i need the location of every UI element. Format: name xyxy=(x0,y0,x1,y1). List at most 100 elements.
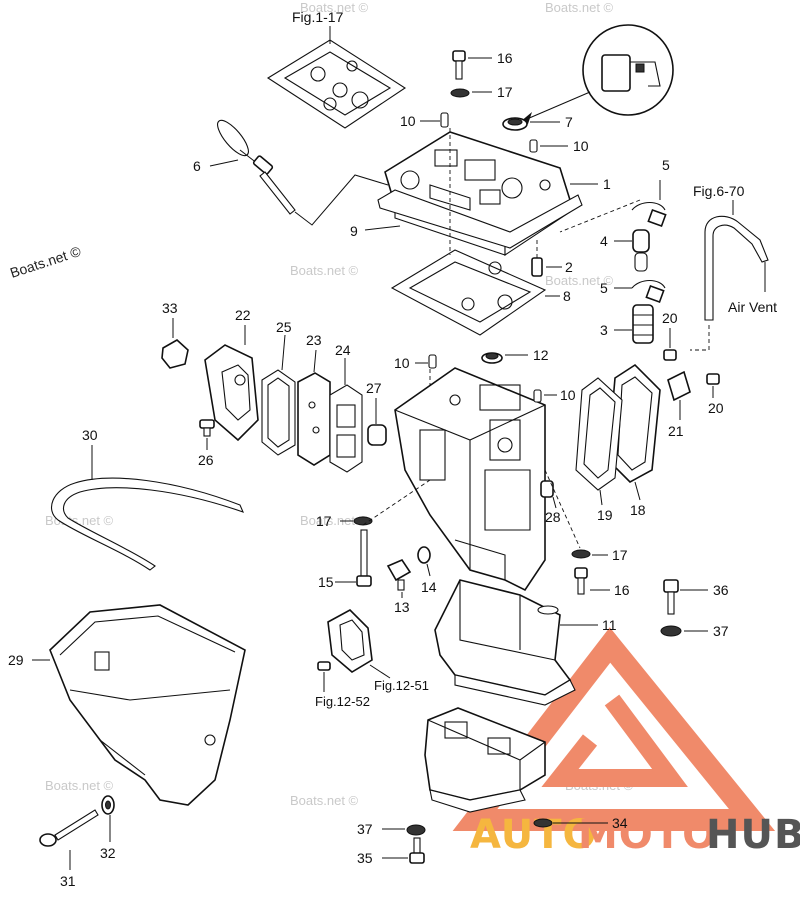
ref-fig-12-52: Fig.12-52 xyxy=(315,694,370,709)
gasket-25 xyxy=(261,334,296,456)
filter-3 xyxy=(614,304,654,344)
label-6: 6 xyxy=(193,158,201,174)
label-5: 5 xyxy=(600,280,608,296)
label-13: 13 xyxy=(394,599,410,615)
watermark: Boats.net © xyxy=(300,513,369,528)
housing-main xyxy=(394,367,546,592)
hose-4 xyxy=(614,229,650,253)
label-20: 20 xyxy=(662,310,678,326)
screw-20-upper xyxy=(663,328,677,361)
label-28: 28 xyxy=(545,509,561,525)
seal-7 xyxy=(502,117,560,131)
lower-cover-29 xyxy=(32,604,246,806)
label-37: 37 xyxy=(357,821,373,837)
bolt-31 xyxy=(39,809,99,870)
ref-air-vent: Air Vent xyxy=(728,299,777,315)
hose-mid xyxy=(634,252,648,272)
label-5: 5 xyxy=(662,157,670,173)
label-8: 8 xyxy=(563,288,571,304)
label-10: 10 xyxy=(394,355,410,371)
washer-37-bottom xyxy=(382,824,426,836)
logo-text-auto: AUTO xyxy=(470,812,598,858)
bolt-36 xyxy=(663,579,708,615)
logo-triangle-outer xyxy=(452,627,776,831)
watermark: Boats.net © xyxy=(45,778,114,793)
label-31: 31 xyxy=(60,873,76,889)
pin-10-top-right xyxy=(529,139,568,153)
washer-17-right xyxy=(571,549,608,559)
cap-33 xyxy=(161,318,189,369)
label-34: 34 xyxy=(612,815,628,831)
part-28 xyxy=(540,480,557,509)
washer-34 xyxy=(533,818,608,828)
gasket-fig-1-17 xyxy=(266,26,407,129)
ref-fig-6-70: Fig.6-70 xyxy=(693,183,745,199)
label-17: 17 xyxy=(497,84,513,100)
watermark: Boats.net © xyxy=(290,793,359,808)
label-35: 35 xyxy=(357,850,373,866)
logo-triangle-inner xyxy=(541,694,688,787)
bolt-13 xyxy=(386,559,412,598)
watermark: Boats.net © xyxy=(545,273,614,288)
grommet-14 xyxy=(417,546,431,577)
clip-5-top xyxy=(631,180,667,228)
label-37: 37 xyxy=(713,623,729,639)
washer-37-right xyxy=(660,625,708,637)
label-10: 10 xyxy=(400,113,416,129)
label-24: 24 xyxy=(335,342,351,358)
gasket-9 xyxy=(364,189,583,249)
label-11: 11 xyxy=(602,617,617,633)
label-21: 21 xyxy=(668,423,684,439)
label-17: 17 xyxy=(612,547,628,563)
label-22: 22 xyxy=(235,307,251,323)
ref-fig-1-17: Fig.1-17 xyxy=(292,9,344,25)
drive-shaft-housing-11 xyxy=(434,579,598,706)
watermark: Boats.net © xyxy=(545,0,614,15)
pin-10-mid-left xyxy=(415,354,437,369)
vent-hose xyxy=(690,200,769,351)
logo-text-hub: HUB xyxy=(706,812,800,858)
pin-10-mid-right xyxy=(533,389,557,403)
screw-20-lower xyxy=(706,373,720,398)
label-12: 12 xyxy=(533,347,549,363)
cover-22 xyxy=(204,325,259,442)
label-9: 9 xyxy=(350,223,358,239)
label-18: 18 xyxy=(630,502,646,518)
gasket-8 xyxy=(390,249,560,336)
screw-fig-12-52 xyxy=(317,661,331,692)
label-33: 33 xyxy=(162,300,178,316)
label-36: 36 xyxy=(713,582,729,598)
logo-text-moto: MOTO xyxy=(578,812,717,858)
washer-32 xyxy=(101,795,115,842)
label-23: 23 xyxy=(306,332,322,348)
label-3: 3 xyxy=(600,322,608,338)
label-7: 7 xyxy=(565,114,573,130)
label-10: 10 xyxy=(573,138,589,154)
label-29: 29 xyxy=(8,652,24,668)
seal-12 xyxy=(481,352,528,364)
extension-housing xyxy=(424,707,546,813)
washer-17-top xyxy=(450,88,492,98)
ref-fig-12-51: Fig.12-51 xyxy=(374,678,429,693)
plate-fig-12-51 xyxy=(327,609,391,679)
automotohub-logo: AUTO MOTO HUB xyxy=(452,627,800,858)
clip-5-bottom xyxy=(614,279,666,304)
label-25: 25 xyxy=(276,319,292,335)
inset-detail xyxy=(519,24,674,124)
label-19: 19 xyxy=(597,507,613,523)
screw-26 xyxy=(199,419,215,450)
label-10: 10 xyxy=(560,387,576,403)
watermark-main: Boats.net © xyxy=(8,243,83,281)
bolt-16-top xyxy=(452,50,492,80)
pin-10-top-left xyxy=(420,112,449,128)
stud-2 xyxy=(531,240,562,277)
dipstick-6 xyxy=(209,119,389,226)
watermark: Boats.net © xyxy=(300,0,369,15)
bolt-15 xyxy=(335,529,372,587)
label-20: 20 xyxy=(708,400,724,416)
plug-27 xyxy=(367,398,387,446)
label-30: 30 xyxy=(82,427,98,443)
seal-strip-30 xyxy=(51,445,244,571)
gasket-24 xyxy=(329,358,363,473)
